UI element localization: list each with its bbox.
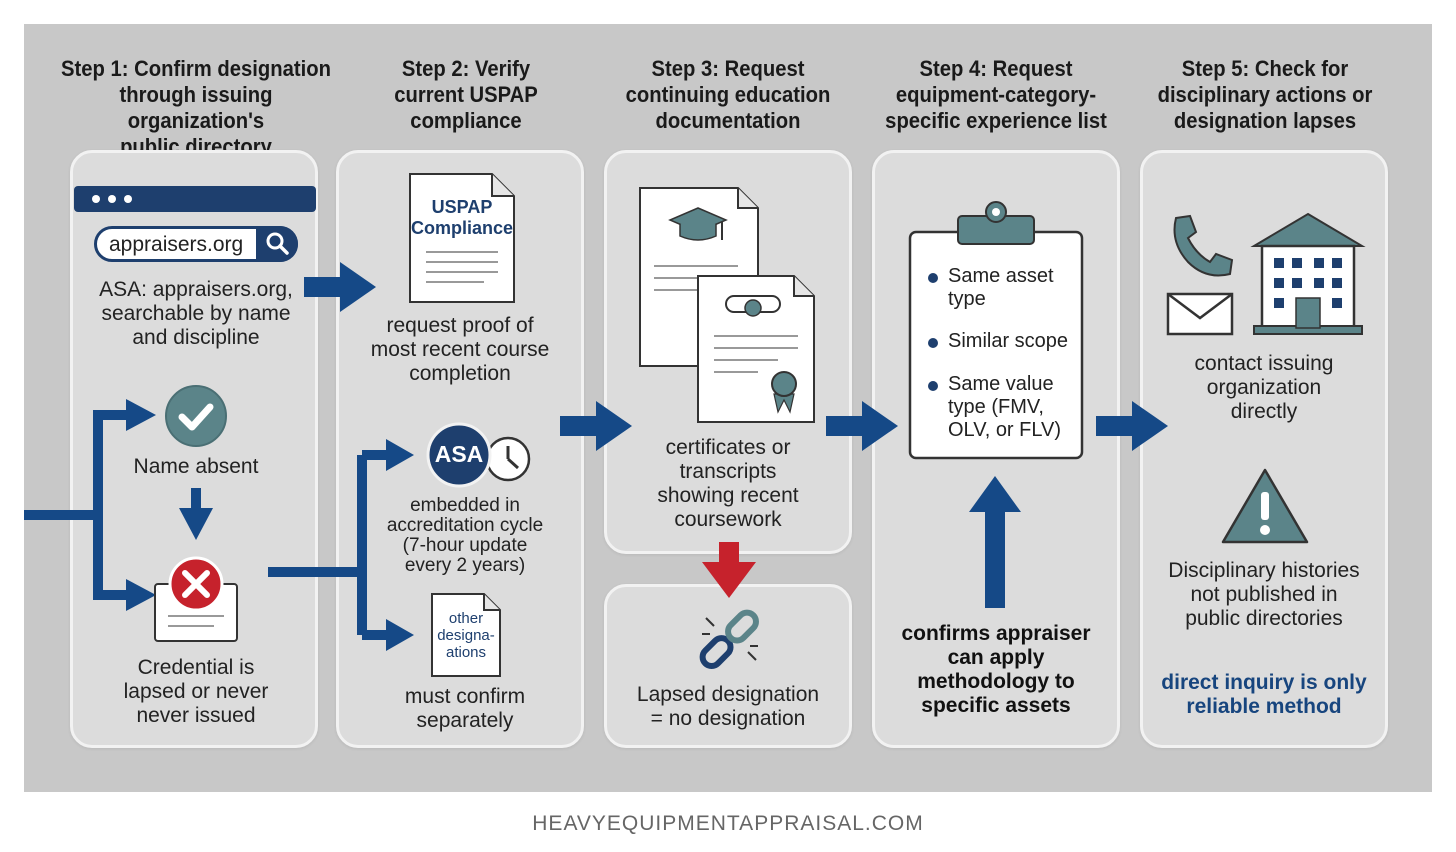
checklist-item-scope: Similar scope xyxy=(928,330,1078,353)
phone-icon xyxy=(1173,214,1234,277)
organization-building-icon xyxy=(1250,212,1366,335)
asa-clock-icon xyxy=(426,422,531,488)
lapsed-designation-text: Lapsed designation= no designation xyxy=(636,683,820,730)
name-absent-label: Name absent xyxy=(133,455,259,478)
warning-icon xyxy=(1221,468,1309,544)
site-footer: HEAVYEQUIPMENTAPPRAISAL.COM xyxy=(532,812,924,835)
other-designations-document-icon xyxy=(431,593,501,677)
uspap-document-icon xyxy=(409,173,515,303)
rejected-document-icon xyxy=(154,556,238,642)
education-certificates-icon xyxy=(639,187,815,423)
envelope-icon xyxy=(1166,292,1234,336)
clipboard-icon xyxy=(908,201,1084,460)
browser-window-icon xyxy=(74,186,316,212)
search-button[interactable] xyxy=(256,226,298,262)
search-icon xyxy=(266,232,289,255)
broken-chain-icon xyxy=(699,609,759,669)
asa-badge: ASA xyxy=(434,441,484,467)
step-3-lapsed-panel xyxy=(604,584,852,748)
check-circle-icon xyxy=(165,385,227,447)
directory-search-input[interactable]: appraisers.org xyxy=(94,226,298,262)
